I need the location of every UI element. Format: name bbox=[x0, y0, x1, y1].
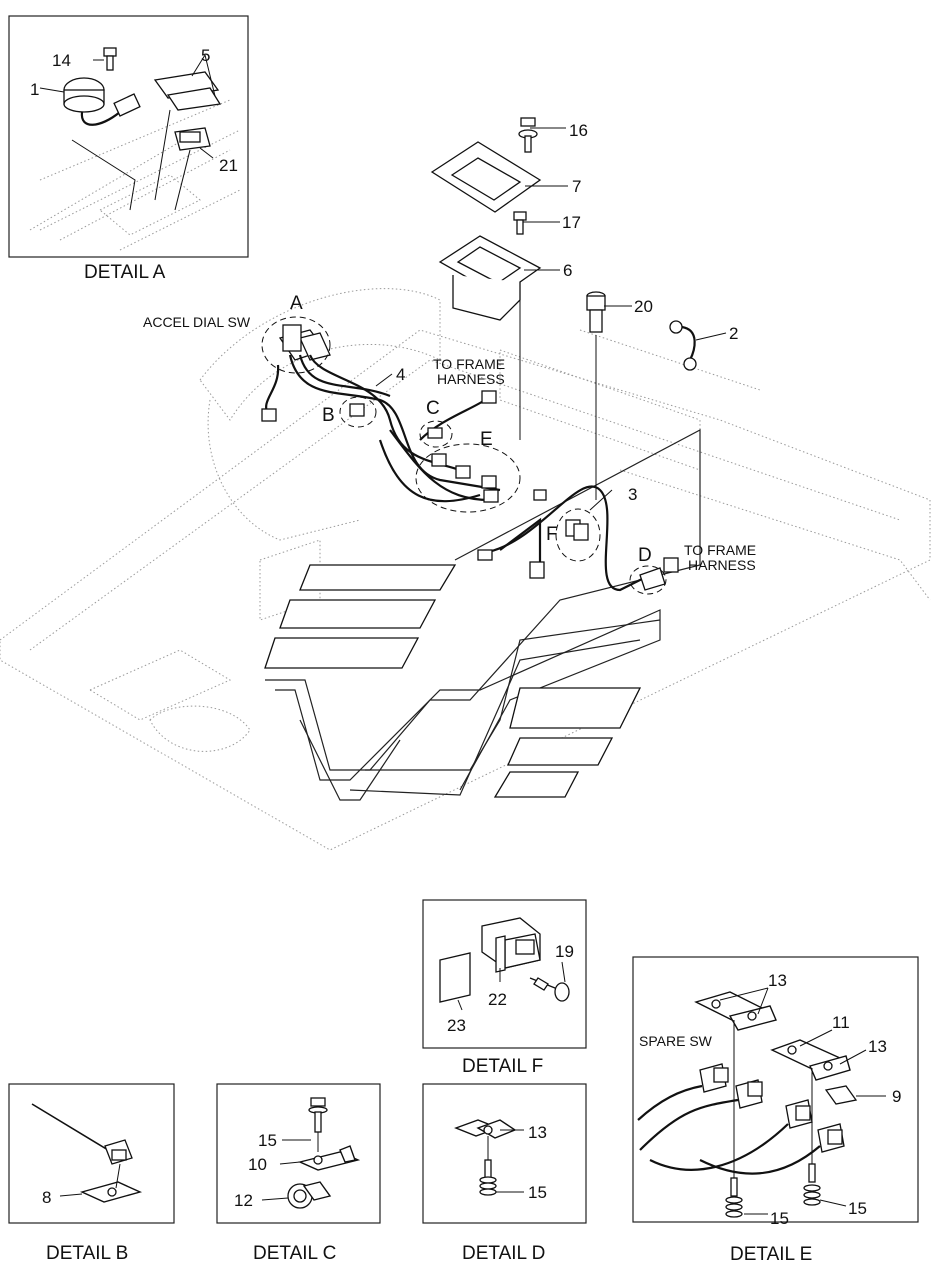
detail-e-box bbox=[632, 956, 919, 1223]
part-label-13-e2: 13 bbox=[868, 1037, 887, 1056]
part-label-17: 17 bbox=[562, 213, 581, 232]
detail-c-box bbox=[216, 1083, 381, 1224]
part-label-15-c: 15 bbox=[258, 1131, 277, 1150]
caption-detail-b: DETAIL B bbox=[46, 1243, 128, 1264]
part-label-16: 16 bbox=[569, 121, 588, 140]
note-harness-1: HARNESS bbox=[437, 371, 505, 387]
part-label-21: 21 bbox=[219, 156, 238, 175]
part-label-7: 7 bbox=[572, 177, 581, 196]
callout-e: E bbox=[480, 429, 493, 450]
console-outline bbox=[0, 99, 931, 851]
caption-detail-e: DETAIL E bbox=[730, 1244, 812, 1265]
note-harness-2: HARNESS bbox=[688, 557, 756, 573]
part-label-6: 6 bbox=[563, 261, 572, 280]
part-label-11: 11 bbox=[832, 1013, 850, 1032]
note-accel-dial-sw: ACCEL DIAL SW bbox=[143, 314, 251, 330]
part-label-15-d: 15 bbox=[528, 1183, 547, 1202]
main-assembly bbox=[261, 117, 727, 595]
note-to-frame-2: TO FRAME bbox=[684, 542, 756, 558]
part-label-20: 20 bbox=[634, 297, 653, 316]
notes: ACCEL DIAL SW TO FRAME HARNESS TO FRAME … bbox=[143, 314, 756, 1049]
part-label-15-e2: 15 bbox=[848, 1199, 867, 1218]
part-label-2: 2 bbox=[729, 324, 738, 343]
part-label-3: 3 bbox=[628, 485, 637, 504]
part-label-23: 23 bbox=[447, 1016, 466, 1035]
part-label-8: 8 bbox=[42, 1188, 51, 1207]
callout-a: A bbox=[290, 293, 303, 314]
detail-captions: DETAIL A DETAIL F DETAIL B DETAIL C DETA… bbox=[46, 262, 812, 1265]
callout-c: C bbox=[426, 398, 440, 419]
part-labels: 14 1 5 21 16 7 17 6 20 2 4 3 19 22 23 8 … bbox=[30, 46, 901, 1228]
part-label-13-e1: 13 bbox=[768, 971, 787, 990]
part-label-5: 5 bbox=[201, 46, 210, 65]
callout-f: F bbox=[546, 524, 558, 545]
note-to-frame-1: TO FRAME bbox=[433, 356, 505, 372]
detail-f-box bbox=[422, 899, 587, 1049]
console-panels bbox=[264, 429, 701, 801]
callout-d: D bbox=[638, 545, 652, 566]
note-spare-sw: SPARE SW bbox=[639, 1033, 713, 1049]
detail-a-box bbox=[8, 15, 249, 258]
part-label-10: 10 bbox=[248, 1155, 267, 1174]
part-label-1: 1 bbox=[30, 80, 39, 99]
part-label-15-e1: 15 bbox=[770, 1209, 789, 1228]
caption-detail-c: DETAIL C bbox=[253, 1243, 336, 1264]
callout-letters: A B C E F D bbox=[290, 293, 652, 566]
part-label-22: 22 bbox=[488, 990, 507, 1009]
part-label-4: 4 bbox=[396, 365, 405, 384]
part-label-9: 9 bbox=[892, 1087, 901, 1106]
part-label-13-d: 13 bbox=[528, 1123, 547, 1142]
caption-detail-f: DETAIL F bbox=[462, 1056, 543, 1077]
detail-d-box bbox=[422, 1083, 587, 1224]
caption-detail-d: DETAIL D bbox=[462, 1243, 545, 1264]
caption-detail-a: DETAIL A bbox=[84, 262, 166, 283]
detail-b-box bbox=[8, 1083, 175, 1224]
callout-b: B bbox=[322, 405, 335, 426]
part-label-19: 19 bbox=[555, 942, 574, 961]
part-label-14: 14 bbox=[52, 51, 71, 70]
part-label-12: 12 bbox=[234, 1191, 253, 1210]
